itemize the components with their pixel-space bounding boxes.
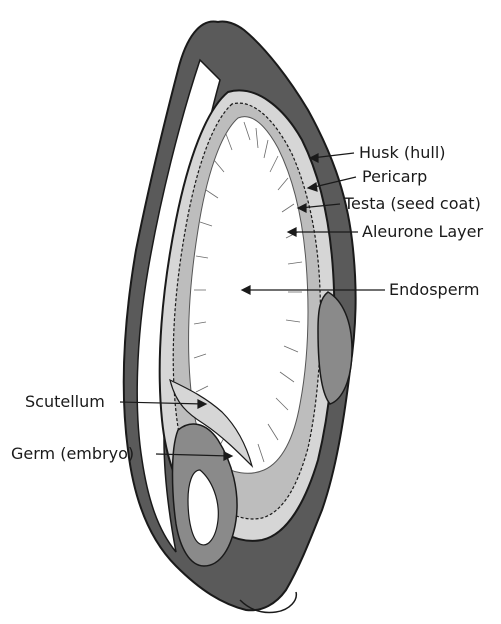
label-testa: Testa (seed coat) — [344, 196, 481, 212]
label-endosperm: Endosperm — [389, 282, 479, 298]
label-husk: Husk (hull) — [359, 145, 446, 161]
label-pericarp: Pericarp — [362, 169, 427, 185]
label-scutellum: Scutellum — [25, 394, 105, 410]
label-aleurone: Aleurone Layer — [362, 224, 483, 240]
label-germ: Germ (embryo) — [11, 446, 134, 462]
